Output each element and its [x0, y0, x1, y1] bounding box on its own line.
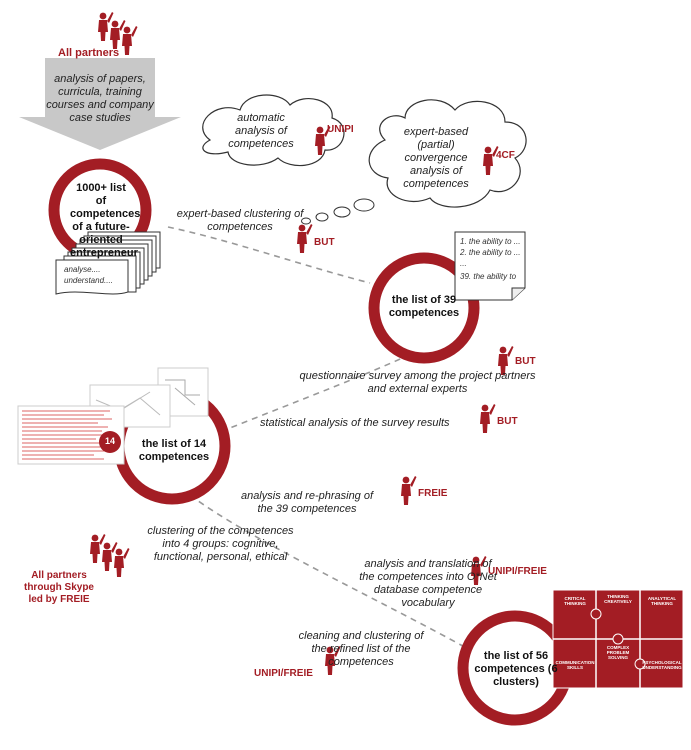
top-arrow — [19, 58, 181, 150]
step3-actor: BUT — [497, 416, 518, 427]
step7-text: cleaning and clustering of the refined l… — [298, 630, 424, 668]
circle3-text: the list of 14 competences — [138, 438, 210, 463]
badge-14-bg — [99, 431, 121, 453]
screenshot-thumbnails — [17, 367, 209, 465]
document-39 — [454, 231, 526, 301]
step2-actor: BUT — [515, 356, 536, 367]
document-stack — [55, 231, 161, 295]
badge-14: 14 — [104, 436, 115, 446]
connector-3-4 — [189, 494, 471, 651]
circle4-text: the list of 56 competences (6 clusters) — [474, 650, 558, 688]
cloud2-actor: 4CF — [496, 150, 515, 161]
cloud1-actor: UNIPI — [327, 124, 354, 135]
circle-39 — [368, 252, 480, 364]
doc39-line4: 39. the ability to — [460, 272, 517, 281]
person-icon-freie — [401, 476, 417, 505]
step1-text: expert-based clustering of competences — [176, 208, 304, 233]
doc-stack-line1: analyse.... — [64, 265, 101, 274]
puzzle-piece-1: CRITICAL THINKING — [564, 596, 586, 606]
step4-text: analysis and re-phrasing of the 39 compe… — [240, 490, 374, 515]
step2-text: questionnaire survey among the project p… — [299, 370, 536, 395]
doc39-line2: 2. the ability to ... — [460, 248, 521, 257]
step4-actor: FREIE — [418, 488, 448, 499]
step7-actor: UNIPI/FREIE — [254, 668, 313, 679]
cloud-unipi — [202, 94, 345, 167]
competence-puzzle — [552, 589, 684, 689]
step1-actor: BUT — [314, 237, 335, 248]
top-arrow-text: analysis of papers, curricula, training … — [46, 73, 154, 124]
thought-bubble-dots — [301, 198, 375, 225]
connector-1-2 — [167, 226, 371, 284]
doc39-line1: 1. the ability to ... — [460, 237, 521, 246]
cloud2-text: expert-based (partial) convergence analy… — [403, 126, 469, 190]
left-actor-line2: through Skype — [23, 582, 94, 593]
left-actor-line1: All partners — [31, 570, 87, 581]
cloud1-text: automatic analysis of competences — [228, 112, 294, 150]
top-actor-label: All partners — [58, 47, 120, 59]
step6-text: analysis and translation of the competen… — [359, 558, 497, 609]
person-icon-but-3 — [480, 404, 496, 433]
doc39-line3: ... — [460, 259, 467, 268]
puzzle-piece-4: COMMUNICATION SKILLS — [555, 660, 595, 670]
puzzle-piece-5: COMPLEX PROBLEM SOLVING — [606, 645, 630, 660]
puzzle-piece-2: THINKING CREATIVELY — [604, 594, 632, 604]
circle1-text: 1000+ list of competences of a future-or… — [70, 182, 141, 259]
left-actor-label: All partners through Skype led by FREIE — [14, 570, 104, 606]
puzzle-piece-6: PSYCHOLOGICAL UNDERSTANDING — [642, 660, 682, 670]
step3-text: statistical analysis of the survey resul… — [260, 417, 450, 429]
step6-actor: UNIPI/FREIE — [488, 566, 547, 577]
puzzle-piece-3: ANALYTICAL THINKING — [647, 596, 677, 606]
connector-2-3 — [224, 344, 431, 431]
cloud-4cf — [368, 99, 527, 208]
step5-text: clustering of the competences into 4 gro… — [147, 525, 294, 563]
left-actor-line3: led by FREIE — [28, 594, 90, 605]
doc-stack-line2: understand.... — [64, 276, 113, 285]
circle2-text: the list of 39 competences — [388, 294, 460, 319]
